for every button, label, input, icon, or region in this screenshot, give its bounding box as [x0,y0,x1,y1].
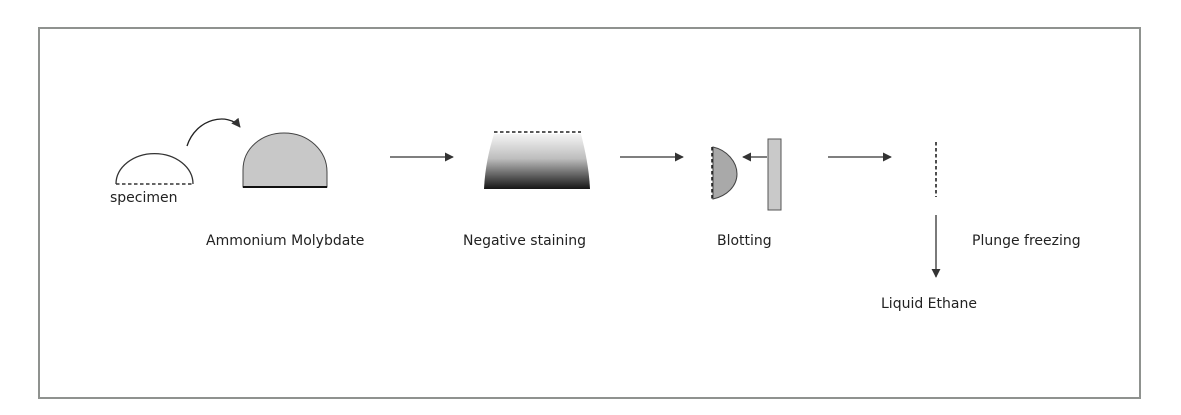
blotting-half-dome-icon [711,146,738,200]
diagram-frame [38,27,1141,399]
curved-transfer-arrow [186,117,241,147]
blotting-label: Blotting [717,233,772,249]
ammonium-molybdate-dome-icon [242,132,328,188]
blotting-paper-icon [767,138,782,211]
liquid-ethane-label: Liquid Ethane [881,296,977,312]
specimen-dome-icon [115,152,194,185]
negative-staining-label: Negative staining [463,233,587,249]
specimen-label: specimen [110,190,178,206]
negative-staining-shape-icon [484,131,590,189]
ammonium-molybdate-label: Ammonium Molybdate [206,233,365,249]
plunge-freezing-label: Plunge freezing [972,233,1081,249]
